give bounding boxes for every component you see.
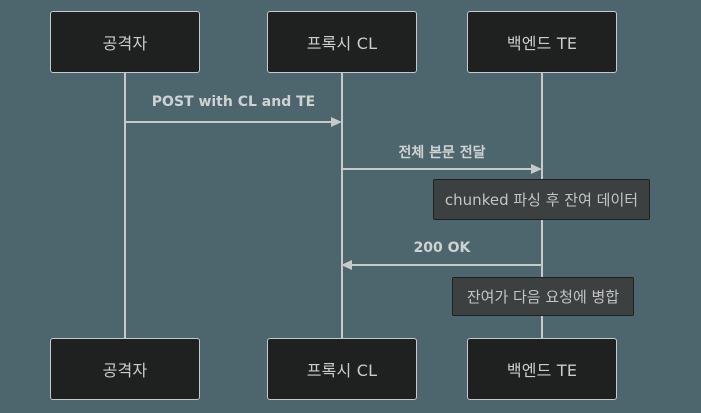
actor-box-attacker-bottom: 공격자	[50, 338, 200, 400]
actor-label-proxy-cl: 프록시 CL	[306, 361, 378, 380]
note-label: 잔여가 다음 요청에 병합	[466, 288, 620, 306]
actor-label-backend-te: 백엔드 TE	[506, 361, 578, 380]
actor-box-attacker-top: 공격자	[50, 11, 200, 73]
actor-box-proxy-cl-bottom: 프록시 CL	[267, 338, 417, 400]
actor-label-attacker: 공격자	[102, 361, 148, 380]
message-label-200-ok: 200 OK	[413, 240, 471, 256]
message-line-post-cl-te	[125, 121, 333, 123]
actor-box-proxy-cl-top: 프록시 CL	[267, 11, 417, 73]
note-residual-merged-next-request: 잔여가 다음 요청에 병합	[452, 277, 634, 316]
message-label-full-body: 전체 본문 전달	[398, 145, 486, 161]
arrowhead-left-icon	[341, 260, 352, 270]
note-chunked-parsing-residual: chunked 파싱 후 잔여 데이터	[433, 179, 650, 220]
message-line-full-body	[342, 168, 534, 170]
actor-label-attacker: 공격자	[102, 34, 148, 53]
actor-label-proxy-cl: 프록시 CL	[306, 34, 378, 53]
lifeline-attacker	[124, 73, 126, 338]
actor-box-backend-te-bottom: 백엔드 TE	[467, 338, 617, 400]
arrowhead-right-icon	[531, 164, 542, 174]
actor-label-backend-te: 백엔드 TE	[506, 34, 578, 53]
message-label-post-cl-te: POST with CL and TE	[151, 94, 316, 110]
actor-box-backend-te-top: 백엔드 TE	[467, 11, 617, 73]
note-label: chunked 파싱 후 잔여 데이터	[444, 191, 639, 209]
message-line-200-ok	[351, 264, 542, 266]
arrowhead-right-icon	[331, 117, 342, 127]
lifeline-proxy-cl	[341, 73, 343, 338]
